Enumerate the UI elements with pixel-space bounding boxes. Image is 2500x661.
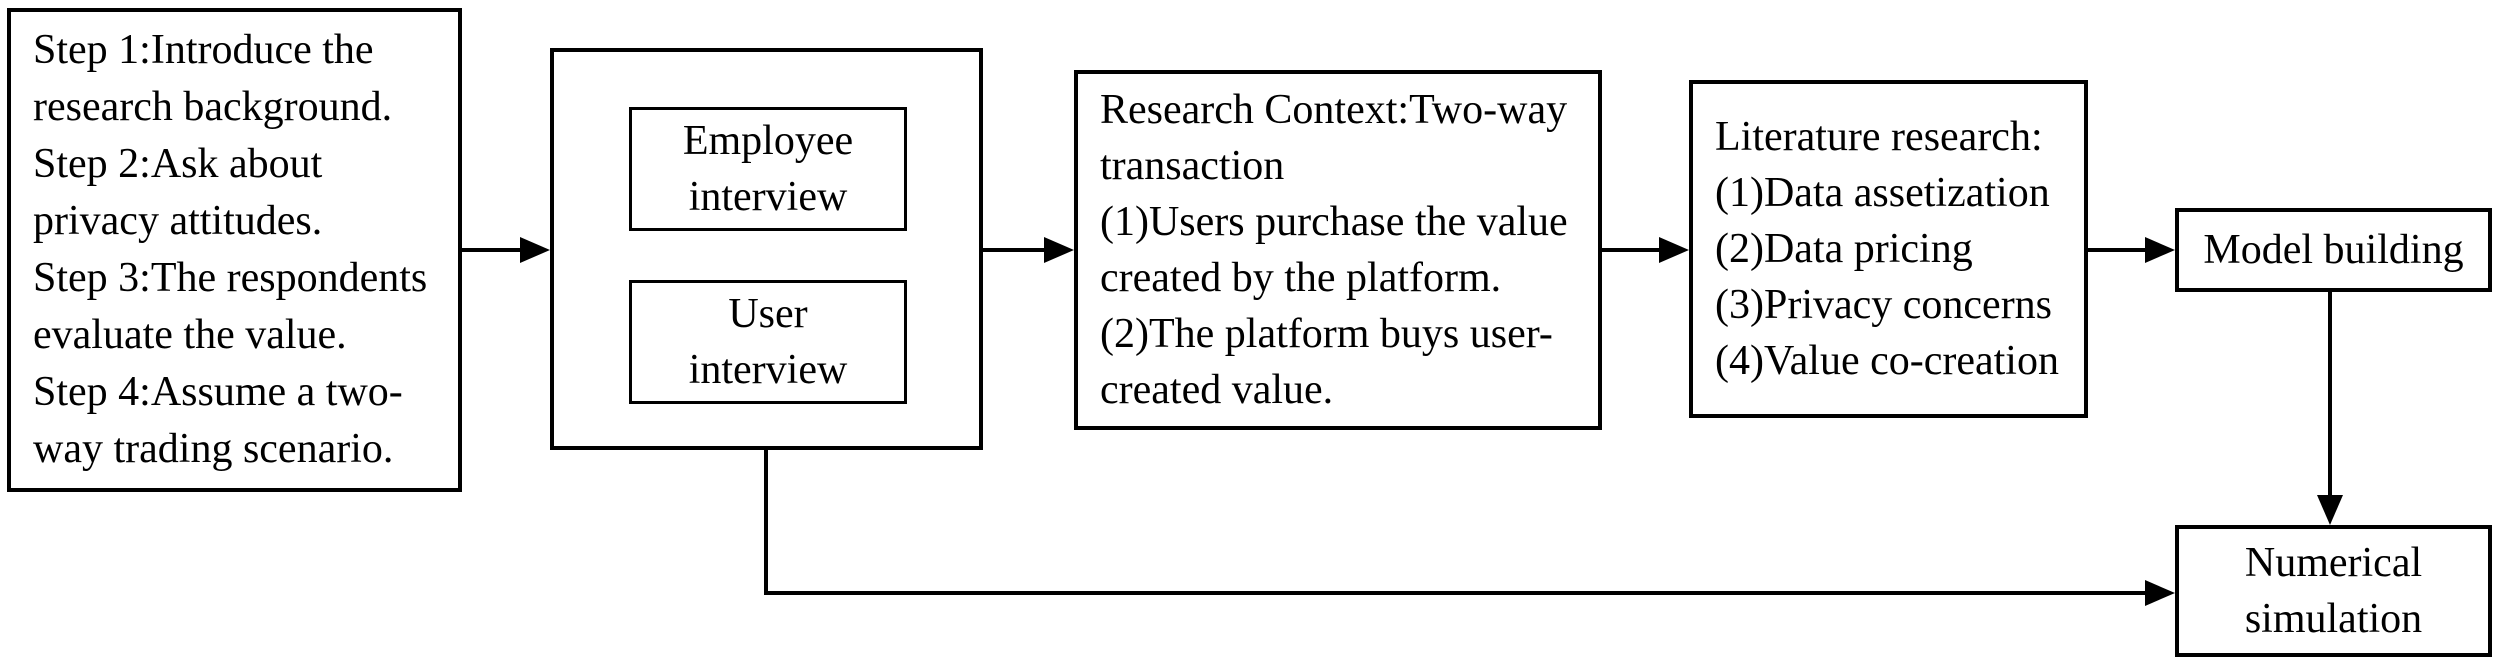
- arrow-interviews-to-context: [983, 237, 1074, 263]
- user-interview-label: User interview: [688, 291, 848, 393]
- interviews-group-box: Employee interview User interview: [550, 48, 983, 450]
- interview-steps-text: Step 1:Introduce the research background…: [33, 27, 428, 472]
- arrow-model-to-numsim: [2317, 292, 2343, 525]
- literature-research-text: Literature research: (1)Data assetizatio…: [1715, 114, 2059, 384]
- user-interview-box: User interview: [629, 280, 907, 404]
- employee-interview-box: Employee interview: [629, 107, 907, 231]
- numerical-simulation-label: Numerical simulation: [2244, 540, 2423, 642]
- arrow-context-to-literature: [1602, 237, 1689, 263]
- arrow-steps-to-interviews: [462, 237, 550, 263]
- research-context-text: Research Context:Two-way transaction (1)…: [1100, 87, 1568, 413]
- research-context-box: Research Context:Two-way transaction (1)…: [1074, 70, 1602, 430]
- model-building-box: Model building: [2175, 208, 2492, 292]
- model-building-label: Model building: [2203, 227, 2464, 273]
- arrow-interviews-to-numsim: [764, 450, 2175, 606]
- numerical-simulation-box: Numerical simulation: [2175, 525, 2492, 657]
- interview-steps-box: Step 1:Introduce the research background…: [7, 8, 462, 492]
- employee-interview-label: Employee interview: [682, 118, 854, 220]
- arrow-literature-to-model: [2088, 237, 2175, 263]
- literature-research-box: Literature research: (1)Data assetizatio…: [1689, 80, 2088, 418]
